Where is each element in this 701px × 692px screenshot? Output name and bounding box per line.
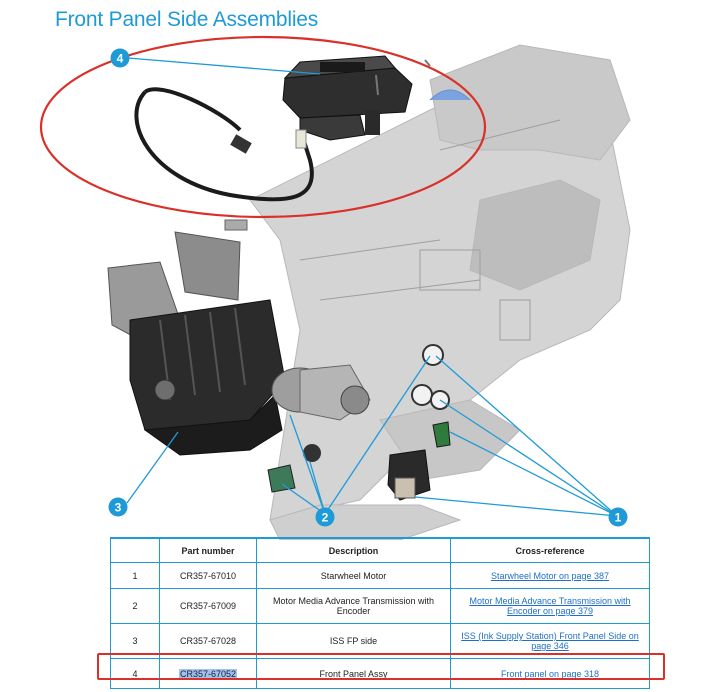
row-number: 2 [110, 588, 160, 624]
iss-fp-side [107, 219, 286, 456]
highlight-ellipse [39, 35, 487, 219]
callout-2-label: 2 [322, 511, 329, 525]
callout-2: 2 [315, 507, 335, 527]
callout-1: 1 [608, 507, 628, 527]
cross-reference-link[interactable]: Starwheel Motor on page 387 [490, 570, 610, 581]
table-row: 1 CR357-67010 Starwheel Motor Starwheel … [110, 562, 650, 589]
part-number[interactable]: CR357-67052 [159, 658, 257, 689]
row-highlight-box [97, 653, 665, 680]
front-panel-assembly [134, 55, 431, 202]
row-number: 4 [110, 658, 160, 689]
cross-reference-link[interactable]: ISS (Ink Supply Station) Front Panel Sid… [461, 631, 639, 651]
col-header-number [110, 537, 160, 563]
cross-reference-cell: Starwheel Motor on page 387 [450, 562, 650, 589]
cross-reference-cell: Motor Media Advance Transmission with En… [450, 588, 650, 624]
exploded-assembly-diagram: 4 3 2 1 [39, 35, 631, 540]
cross-reference-link[interactable]: Front panel on page 318 [500, 668, 600, 679]
callout-4: 4 [110, 48, 130, 68]
starwheel-motor [387, 344, 451, 501]
parts-table: Part number Description Cross-reference … [110, 537, 650, 689]
callout-3: 3 [108, 497, 128, 517]
col-header-part-number: Part number [159, 537, 257, 563]
chassis-details [299, 89, 561, 341]
motor-media-advance [267, 364, 371, 493]
col-header-description: Description [256, 537, 451, 563]
table-header-row: Part number Description Cross-reference [110, 537, 650, 563]
description: Starwheel Motor [256, 562, 451, 589]
description: Front Panel Assy [256, 658, 451, 689]
col-header-cross-reference: Cross-reference [450, 537, 650, 563]
page-title: Front Panel Side Assemblies [55, 8, 319, 31]
callout-3-label: 3 [115, 501, 122, 515]
callout-4-label: 4 [117, 52, 124, 66]
row-number: 1 [110, 562, 160, 589]
part-number: CR357-67010 [159, 562, 257, 589]
table-row: 2 CR357-67009 Motor Media Advance Transm… [110, 588, 650, 624]
part-number: CR357-67009 [159, 588, 257, 624]
cross-reference-link[interactable]: Motor Media Advance Transmission with En… [469, 596, 631, 616]
table-row: 4 CR357-67052 Front Panel Assy Front pan… [110, 658, 650, 689]
callout-1-label: 1 [615, 511, 622, 525]
selected-part-number[interactable]: CR357-67052 [178, 668, 238, 679]
cross-reference-cell: Front panel on page 318 [450, 658, 650, 689]
description: Motor Media Advance Transmission with En… [256, 588, 451, 624]
callout-lines [126, 57, 618, 517]
